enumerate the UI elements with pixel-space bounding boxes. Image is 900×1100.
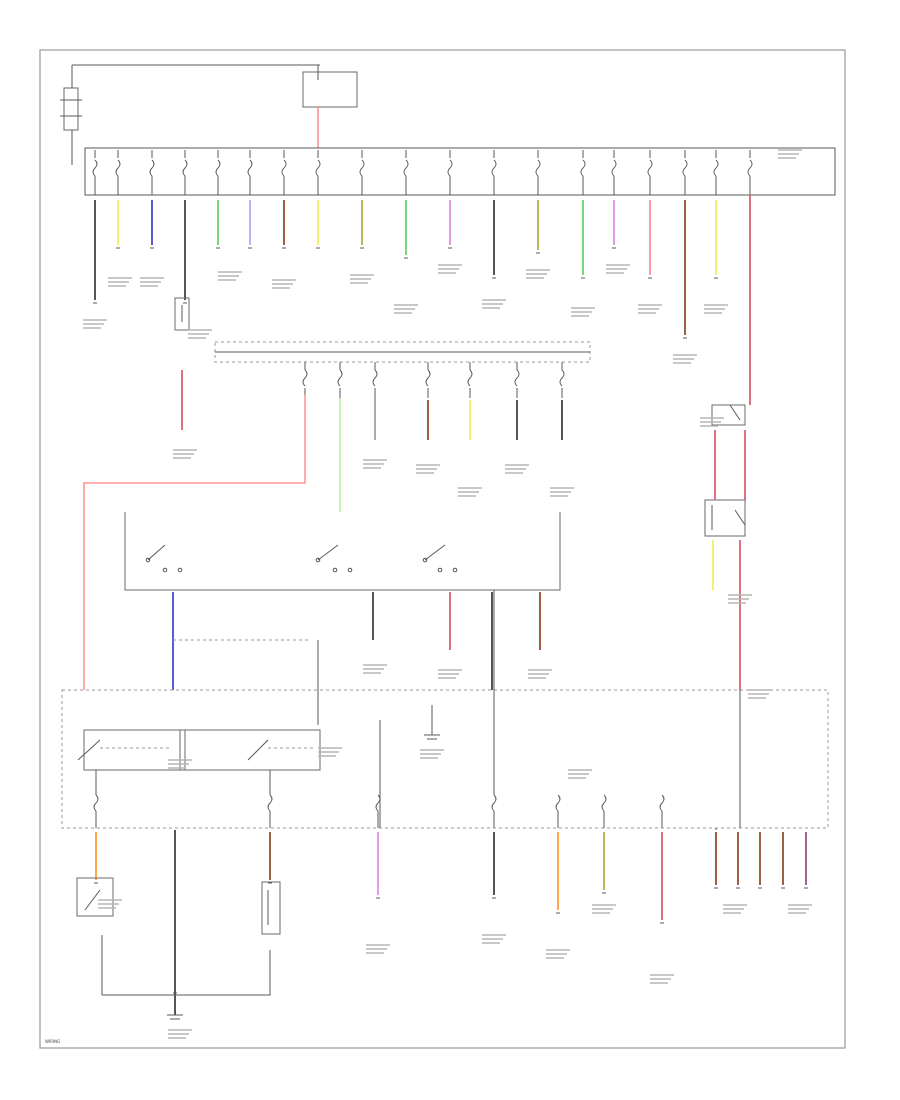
fuse-icon (491, 159, 497, 177)
module-output (804, 832, 808, 889)
module-output (491, 794, 497, 899)
fuse-column (115, 150, 121, 249)
diagram-frame (39, 49, 846, 1049)
fuse-icon (149, 159, 155, 177)
fuse-icon (247, 159, 253, 177)
fuse-icon (611, 159, 617, 177)
module-output (601, 794, 607, 894)
ground-icon (167, 1014, 183, 1020)
fuse-column (215, 150, 221, 249)
bottom-resistor (261, 881, 281, 935)
fuse-icon (281, 159, 287, 177)
fuse-column (682, 150, 688, 339)
fuse-icon (535, 159, 541, 177)
fuse-column (491, 150, 497, 279)
fuse-icon (647, 159, 653, 177)
module-output (375, 794, 381, 899)
fuse-icon (514, 369, 520, 387)
fusible-link-box (302, 65, 358, 108)
fuse-icon (375, 794, 381, 812)
module-output (267, 794, 273, 884)
fuse-icon (215, 159, 221, 177)
fuse-icon (302, 369, 308, 387)
fuse-column (281, 150, 287, 249)
fuse-icon (267, 794, 273, 812)
fuse-icon (92, 159, 98, 177)
fuse-block-outline (84, 147, 836, 196)
fuse-icon (372, 369, 378, 387)
fuse-column (315, 150, 321, 249)
sub-fuse-column (559, 362, 565, 440)
fuse-icon (359, 159, 365, 177)
module-output (781, 832, 785, 889)
sub-fuse-column (514, 362, 520, 440)
sub-fuse-column (302, 362, 308, 398)
fuse-icon (425, 369, 431, 387)
fuse-column (447, 150, 453, 249)
sub-fuse-column (425, 362, 431, 440)
fuse-icon (315, 159, 321, 177)
fuse-icon (467, 369, 473, 387)
sub-fuse-row (302, 362, 565, 440)
fuse-icon (182, 159, 188, 177)
fuse-icon (337, 369, 343, 387)
fuse-icon (115, 159, 121, 177)
module-output (555, 794, 561, 914)
fuse-icon (747, 159, 753, 177)
fuse-icon (491, 794, 497, 812)
fuse-icon (447, 159, 453, 177)
main-module-outline (61, 689, 829, 829)
stamp-label: WIRING (45, 1039, 60, 1044)
fuse-column (403, 150, 409, 259)
fuse-column (611, 150, 617, 249)
fuse-icon (93, 794, 99, 812)
fuse-column (182, 150, 188, 304)
sub-fuse-block (214, 341, 591, 363)
wire-red-run (83, 395, 306, 690)
module-output (714, 832, 718, 889)
bottom-row (93, 794, 808, 994)
relay-right-lower (704, 499, 746, 537)
module-output (93, 794, 99, 884)
fuse-column (747, 150, 753, 195)
fuse-column (149, 150, 155, 249)
fuse-icon (559, 369, 565, 387)
bottom-switch (76, 877, 114, 917)
fuse-icon (580, 159, 586, 177)
fuse-icon (659, 794, 665, 812)
fuse-icon (601, 794, 607, 812)
label-blobs (83, 149, 812, 1039)
module-output (758, 832, 762, 889)
fuse-column (359, 150, 365, 249)
battery (60, 64, 320, 165)
module-output (736, 832, 740, 889)
ground-bus (101, 935, 271, 996)
fuse-icon (403, 159, 409, 177)
fuse-column (580, 150, 586, 279)
fuse-icon (555, 794, 561, 812)
module-ground (424, 705, 440, 740)
fuse-row (92, 150, 753, 339)
fuse-column (92, 150, 98, 304)
sub-fuse-column (337, 362, 343, 398)
fuse-column (647, 150, 653, 279)
fuse-column (713, 150, 719, 279)
sub-fuse-column (372, 362, 378, 398)
module-output (659, 794, 665, 924)
fuse-column (247, 150, 253, 249)
fuse-column (535, 150, 541, 254)
sub-fuse-column (467, 362, 473, 440)
module-relay-2 (179, 729, 321, 771)
relay-left (174, 297, 190, 331)
ignition-switch (124, 512, 561, 591)
fuse-icon (713, 159, 719, 177)
fuse-icon (682, 159, 688, 177)
